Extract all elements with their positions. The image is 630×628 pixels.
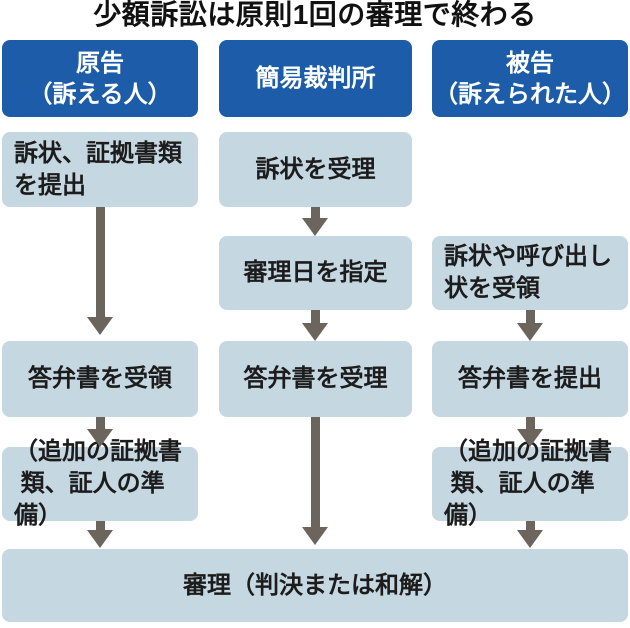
arrow-down-icon-plaintiff-2: [87, 417, 113, 447]
arrow-head: [87, 530, 113, 548]
step-label: 訴状、証拠書類 を提出: [14, 139, 182, 199]
arrow-shaft: [525, 417, 535, 429]
step-court-accept-complaint: 訴状を受理: [219, 132, 412, 207]
step-defendant-prepare-evidence: （追加の証拠書 類、証人の準備）: [432, 438, 628, 529]
step-court-accept-answer: 答弁書を受理: [219, 341, 412, 417]
arrow-down-icon-defendant-3: [517, 521, 543, 548]
arrow-shaft: [95, 417, 105, 429]
arrow-head: [87, 429, 113, 447]
step-final-hearing: 審理（判決または和解）: [2, 549, 628, 622]
arrow-shaft: [310, 207, 320, 218]
arrow-shaft: [525, 310, 535, 323]
header-plaintiff: 原告 （訴える人）: [2, 40, 198, 117]
arrow-down-icon-defendant-1: [517, 310, 543, 341]
arrow-shaft: [310, 417, 320, 527]
step-defendant-receive-summons: 訴状や呼び出し 状を受領: [432, 236, 628, 310]
header-plaintiff-label: 原告 （訴える人）: [28, 49, 172, 108]
step-plaintiff-prepare-evidence: （追加の証拠書 類、証人の準備）: [2, 438, 198, 529]
step-label: 訴状を受理: [255, 155, 376, 183]
step-court-set-hearing-date: 審理日を指定: [219, 236, 412, 310]
step-label: 答弁書を受領: [28, 365, 172, 392]
arrow-head: [517, 429, 543, 447]
step-label: （追加の証拠書 類、証人の準備）: [14, 438, 182, 529]
header-court: 簡易裁判所: [219, 40, 412, 117]
arrow-head: [517, 530, 543, 548]
arrow-down-icon-court-1: [302, 207, 328, 236]
arrow-down-icon-court-2: [302, 310, 328, 341]
step-label: 訴状や呼び出し 状を受領: [444, 243, 612, 302]
diagram-title: 少額訴訟は原則1回の審理で終わる: [93, 0, 537, 30]
arrow-shaft: [310, 310, 320, 323]
arrow-head: [302, 323, 328, 341]
step-label: （追加の証拠書 類、証人の準備）: [444, 438, 612, 529]
header-court-label: 簡易裁判所: [255, 65, 376, 92]
arrow-down-icon-court-long: [302, 417, 328, 545]
step-label: 答弁書を提出: [458, 365, 602, 392]
step-label: 審理日を指定: [243, 259, 388, 286]
arrow-down-icon-plaintiff-3: [87, 521, 113, 548]
arrow-shaft: [95, 521, 105, 530]
header-defendant: 被告 （訴えられた人）: [432, 40, 628, 117]
arrow-shaft: [95, 207, 105, 317]
step-label: 答弁書を受理: [243, 365, 388, 392]
arrow-head: [302, 218, 328, 236]
step-plaintiff-submit-complaint: 訴状、証拠書類 を提出: [2, 132, 198, 207]
step-defendant-submit-answer: 答弁書を提出: [432, 341, 628, 417]
header-defendant-label: 被告 （訴えられた人）: [434, 49, 626, 108]
arrow-down-icon-plaintiff-long: [87, 207, 113, 335]
final-step-label: 審理（判決または和解）: [183, 571, 447, 599]
arrow-shaft: [525, 521, 535, 530]
arrow-head: [517, 323, 543, 341]
step-plaintiff-receive-answer: 答弁書を受領: [2, 341, 198, 417]
arrow-head: [302, 527, 328, 545]
arrow-down-icon-defendant-2: [517, 417, 543, 447]
arrow-head: [87, 317, 113, 335]
